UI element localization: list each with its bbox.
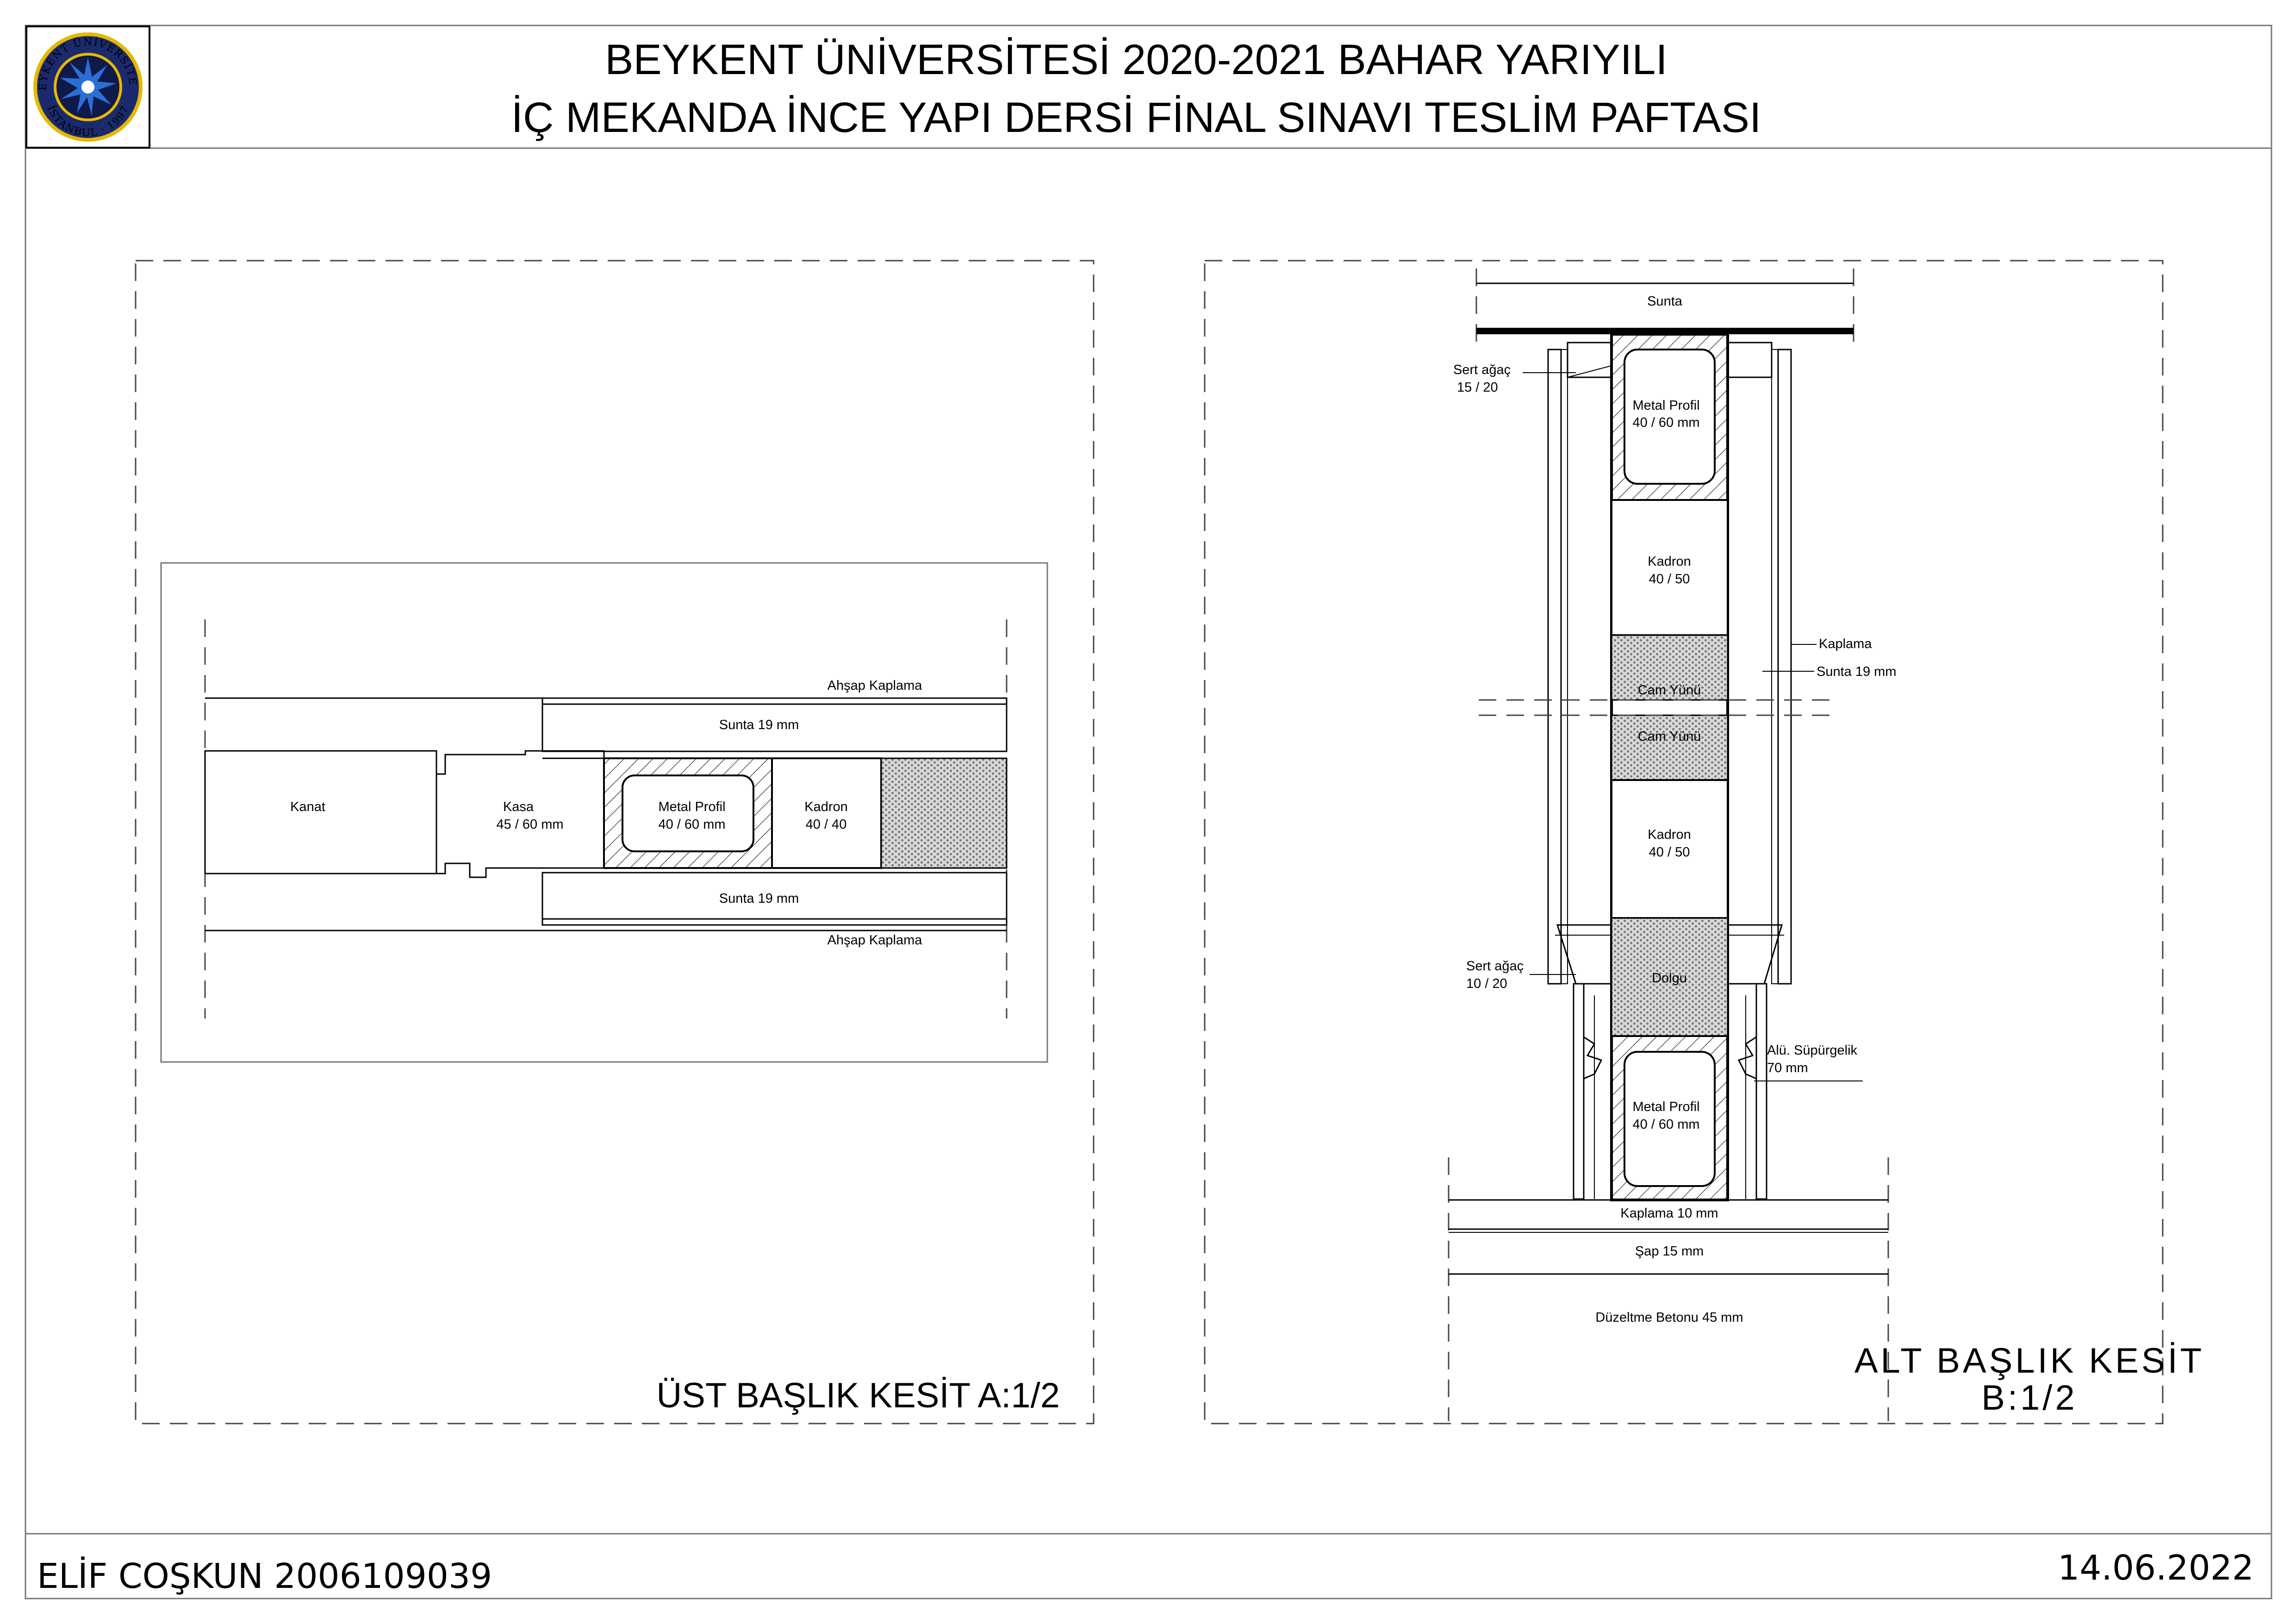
label-metal-profil: Metal Profil	[658, 800, 725, 814]
section-b-panel: Sunta Metal Profil 40 / 60 mm Kadron 40 …	[1204, 260, 2204, 1424]
label-supurgelik: Alü. Süpürgelik	[1767, 1043, 1858, 1058]
label-duzeltme-betonu: Düzeltme Betonu 45 mm	[1595, 1310, 1743, 1325]
label-ahsap-kaplama-bottom: Ahşap Kaplama	[828, 933, 923, 948]
label-kadron-bottom: Kadron	[1648, 827, 1691, 842]
label-sunta-ceiling: Sunta	[1647, 294, 1683, 309]
university-logo: BEYKENT ÜNİVERSİTESİ İSTANBUL · 1997	[0, 0, 150, 149]
label-metal-profil-top-size: 40 / 60 mm	[1632, 415, 1699, 430]
label-kanat: Kanat	[290, 800, 325, 814]
label-kadron-bottom-size: 40 / 50	[1649, 845, 1690, 860]
label-sert-agac-top-size: 15 / 20	[1457, 380, 1498, 395]
label-sunta-top: Sunta 19 mm	[719, 718, 799, 732]
label-sert-agac-bottom-size: 10 / 20	[1466, 976, 1507, 991]
label-sert-agac-bottom: Sert ağaç	[1466, 959, 1524, 974]
label-sert-agac-top: Sert ağaç	[1453, 362, 1511, 377]
student-name-id: ELİF COŞKUN 2006109039	[37, 1556, 492, 1596]
label-metal-profil-top: Metal Profil	[1632, 398, 1699, 413]
label-kaplama-10: Kaplama 10 mm	[1620, 1206, 1718, 1221]
label-kasa-size: 45 / 60 mm	[496, 817, 563, 832]
label-metal-profil-bottom-size: 40 / 60 mm	[1632, 1117, 1699, 1132]
section-a-caption: ÜST BAŞLIK KESİT A:1/2	[656, 1376, 1060, 1415]
label-metal-profil-bottom: Metal Profil	[1632, 1099, 1699, 1114]
label-kadron: Kadron	[804, 800, 848, 814]
label-kadron-top-size: 40 / 50	[1649, 572, 1690, 587]
sheet-title-line1: BEYKENT ÜNİVERSİTESİ 2020-2021 BAHAR YAR…	[605, 36, 1668, 83]
submission-date: 14.06.2022	[2058, 1548, 2254, 1588]
label-metal-profil-size: 40 / 60 mm	[658, 817, 725, 832]
label-sunta-bottom: Sunta 19 mm	[719, 891, 799, 906]
label-sunta-19: Sunta 19 mm	[1817, 664, 1896, 679]
label-ahsap-kaplama-top: Ahşap Kaplama	[828, 678, 923, 693]
section-b-caption-line1: ALT BAŞLIK KESİT	[1854, 1341, 2204, 1380]
label-kasa: Kasa	[503, 800, 534, 814]
label-cam-yunu-2: Cam Yünü	[1638, 729, 1701, 744]
label-kadron-top: Kadron	[1648, 554, 1691, 569]
label-dolgu: Dolgu	[1652, 971, 1687, 986]
label-sap-15: Şap 15 mm	[1635, 1244, 1704, 1259]
label-kadron-size: 40 / 40	[806, 817, 847, 832]
label-kaplama: Kaplama	[1819, 637, 1872, 651]
sheet-frame	[25, 25, 2272, 1599]
label-cam-yunu-1: Cam Yünü	[1638, 683, 1701, 698]
section-b-caption-line2: B:1/2	[1981, 1378, 2077, 1418]
section-a-panel: Ahşap Kaplama Sunta 19 mm Kanat Kasa 45 …	[135, 260, 1095, 1424]
sheet-title-line2: İÇ MEKANDA İNCE YAPI DERSİ FİNAL SINAVI …	[511, 94, 1761, 141]
label-supurgelik-size: 70 mm	[1767, 1061, 1808, 1075]
